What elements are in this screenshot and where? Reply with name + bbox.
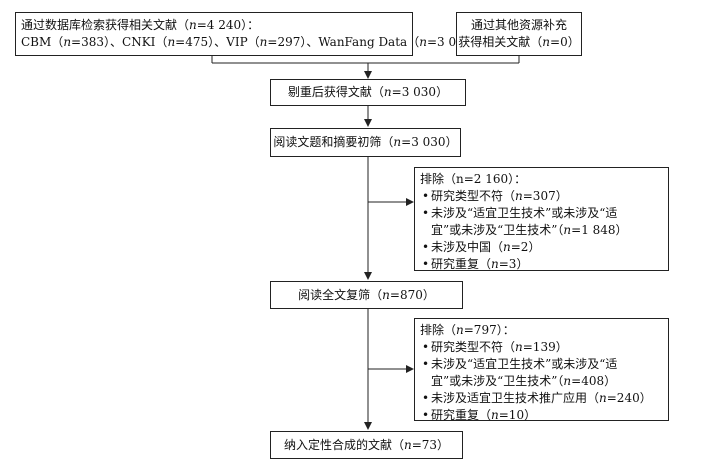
db-search-line2: CBM（n=383）、CNKI（n=475）、VIP（n=297）、WanFan… (21, 35, 483, 49)
other-sources-line2: 获得相关文献（n=0） (458, 35, 580, 49)
exclusion-1-item: 研究类型不符（n=307） (420, 188, 663, 205)
final-label: 纳入定性合成的文献（n=73） (283, 437, 450, 452)
exclusion-1-item: 未涉及“适宜卫生技术”或未涉及“适宜”或未涉及“卫生技术”（n=1 848） (420, 205, 663, 239)
screen2-label: 阅读全文复筛（n=870） (298, 287, 435, 302)
dedup-box: 剔重后获得文献（n=3 030） (270, 79, 466, 106)
exclusion-1-title: 排除（n=2 160）： (420, 172, 527, 186)
dedup-label: 剔重后获得文献（n=3 030） (287, 85, 449, 99)
exclusion-2-title: 排除（n=797）： (420, 323, 515, 337)
exclusion-1-list: 研究类型不符（n=307） 未涉及“适宜卫生技术”或未涉及“适宜”或未涉及“卫生… (420, 188, 663, 273)
screen1-label: 阅读文题和摘要初筛（n=3 030） (273, 135, 458, 149)
exclusion-2-item: 未涉及适宜卫生技术推广应用（n=240） (420, 390, 663, 407)
other-sources-box: 通过其他资源补充 获得相关文献（n=0） (456, 12, 582, 56)
db-search-line1: 通过数据库检索获得相关文献（n=4 240）： (21, 18, 260, 32)
exclusion-2-list: 研究类型不符（n=139） 未涉及“适宜卫生技术”或未涉及“适宜”或未涉及“卫生… (420, 339, 663, 424)
screen1-box: 阅读文题和摘要初筛（n=3 030） (270, 128, 461, 157)
exclusion-2-item: 研究重复（n=10） (420, 407, 663, 424)
other-sources-line1: 通过其他资源补充 (470, 18, 567, 32)
final-box: 纳入定性合成的文献（n=73） (270, 431, 463, 459)
exclusion-1-item: 研究重复（n=3） (420, 256, 663, 273)
exclusion-1-item: 未涉及中国（n=2） (420, 239, 663, 256)
exclusion-box-2: 排除（n=797）： 研究类型不符（n=139） 未涉及“适宜卫生技术”或未涉及… (414, 318, 669, 424)
exclusion-2-item: 研究类型不符（n=139） (420, 339, 663, 356)
exclusion-2-item: 未涉及“适宜卫生技术”或未涉及“适宜”或未涉及“卫生技术”（n=408） (420, 356, 663, 390)
screen2-box: 阅读全文复筛（n=870） (270, 281, 463, 309)
db-search-box: 通过数据库检索获得相关文献（n=4 240）： CBM（n=383）、CNKI（… (15, 12, 483, 56)
exclusion-box-1: 排除（n=2 160）： 研究类型不符（n=307） 未涉及“适宜卫生技术”或未… (414, 167, 669, 273)
